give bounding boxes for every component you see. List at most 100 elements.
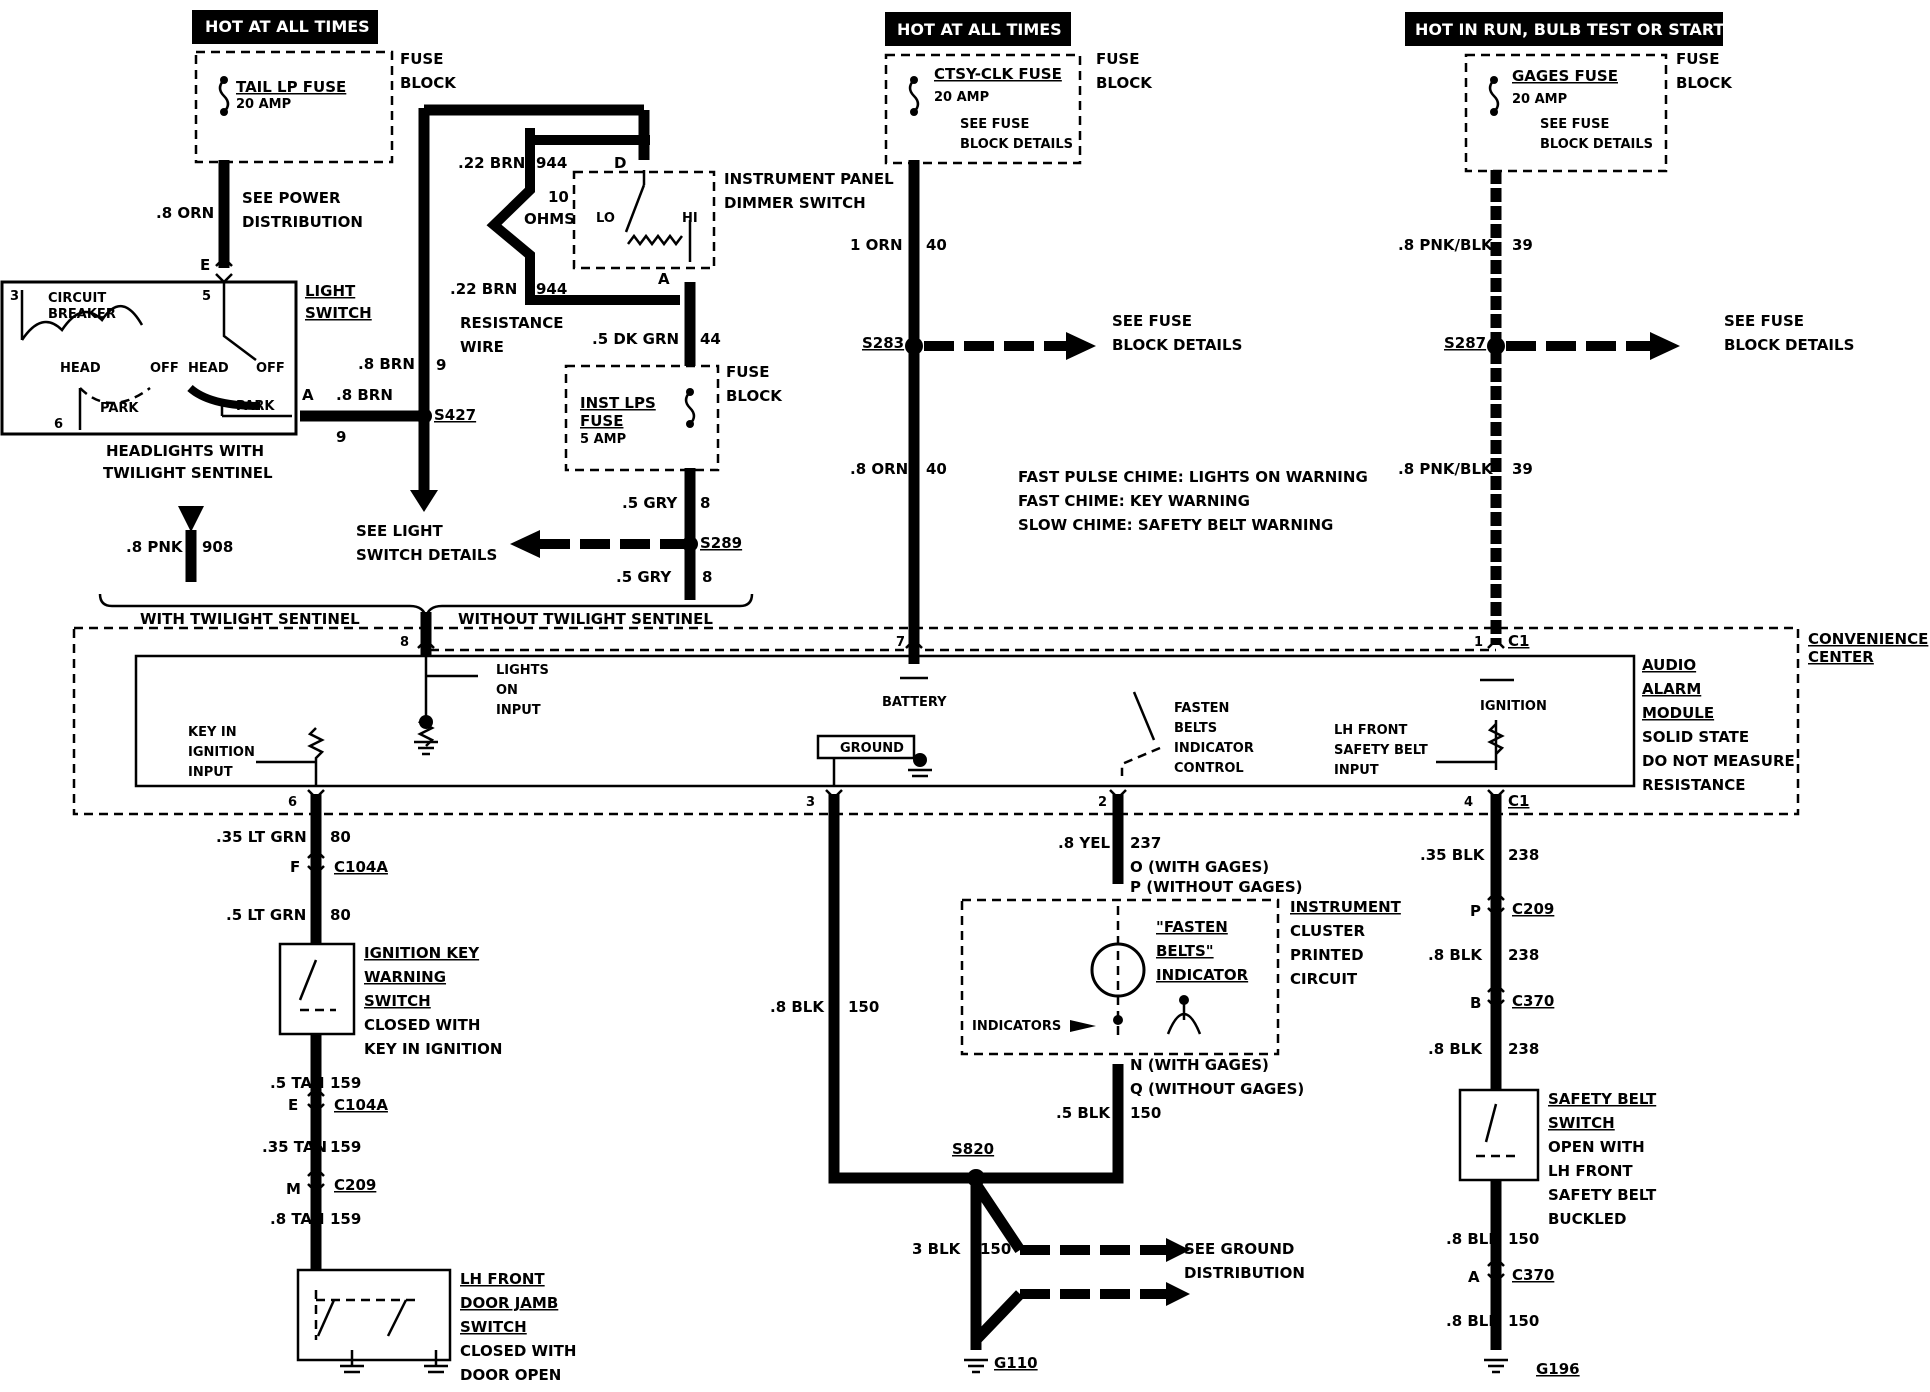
wire-label: .8 ORN: [156, 204, 214, 222]
circuit-number: 238: [1508, 1040, 1539, 1058]
circuit-number: 944: [536, 154, 567, 172]
inst-fuse-element: [684, 391, 696, 425]
pin-label: 4: [1464, 795, 1473, 810]
inst-lps-fuse-amp: 5 AMP: [580, 432, 626, 447]
see-fuse-block: SEE FUSE: [1724, 312, 1804, 330]
ground-icon: [414, 740, 438, 756]
wire-label: .22 BRN: [458, 154, 525, 172]
circuit-number: 39: [1512, 236, 1533, 254]
wire-label: .8 TAN: [270, 1210, 325, 1228]
arrow-left: [510, 530, 540, 558]
convenience-center-label-2: CENTER: [1808, 648, 1874, 666]
switch-park-link: [79, 386, 151, 405]
ctsy-see-fuse: SEE FUSE: [960, 117, 1029, 132]
circuit-number: 159: [330, 1210, 361, 1228]
wire-label: .5 LT GRN: [226, 906, 306, 924]
splice-label: S289: [700, 534, 742, 552]
pin-label: E: [288, 1096, 298, 1114]
wire-label: .8 BLK: [1428, 946, 1483, 964]
ground-label: G196: [1536, 1360, 1580, 1378]
belt-switch-label-5: SAFETY BELT: [1548, 1186, 1657, 1204]
ground-icon: [340, 1350, 448, 1374]
fasten-indicator: "FASTEN: [1156, 918, 1228, 936]
inst-lps-fuse-label: INST LPS: [580, 394, 656, 412]
chime-note-1: FAST PULSE CHIME: LIGHTS ON WARNING: [1018, 468, 1368, 486]
see-light-switch-2: SWITCH DETAILS: [356, 546, 497, 564]
wire-22-brn-top: [525, 128, 650, 145]
headlights-label-2: TWILIGHT SENTINEL: [103, 464, 273, 482]
see-ground: SEE GROUND: [1184, 1240, 1294, 1258]
seat-belt-icon: [1166, 1000, 1202, 1035]
wire-label: .8 BRN: [358, 355, 415, 373]
fuse-block-inst: [564, 364, 720, 472]
gages-fuse-amp: 20 AMP: [1512, 92, 1567, 107]
lh-belt-input-3: INPUT: [1334, 763, 1379, 778]
pin-label: A: [658, 270, 670, 288]
connector-label: C104A: [334, 858, 388, 876]
see-fuse-block-2: BLOCK DETAILS: [1724, 336, 1854, 354]
gages-note-q: Q (WITHOUT GAGES): [1130, 1080, 1304, 1098]
ignition-label: IGNITION: [1480, 699, 1547, 714]
fuse-block-label-2: BLOCK: [400, 74, 457, 92]
tail-fuse-element: [218, 79, 230, 113]
switch-arc: [187, 384, 261, 410]
circuit-number: 238: [1508, 846, 1539, 864]
fuse-block-label-2: BLOCK: [1676, 74, 1733, 92]
arrow-right: [1166, 1238, 1190, 1262]
belt-switch-label-2: SWITCH: [1548, 1114, 1615, 1132]
cluster-node: [1113, 1015, 1123, 1025]
light-switch-box: [0, 280, 298, 436]
headlights-label: HEADLIGHTS WITH: [106, 442, 264, 460]
ohms-label: 10: [548, 188, 569, 206]
circuit-number: 9: [436, 356, 446, 374]
arrow-right: [1070, 1020, 1096, 1032]
cluster-label-2: CLUSTER: [1290, 922, 1365, 940]
head-label: HEAD: [60, 361, 101, 376]
pin-label: 6: [288, 795, 297, 810]
audio-alarm-label-4: SOLID STATE: [1642, 728, 1749, 746]
tail-lp-fuse-label: TAIL LP FUSE: [236, 78, 346, 96]
park-label: PARK: [100, 401, 139, 416]
convenience-center-label: CONVENIENCE: [1808, 630, 1928, 648]
with-twilight-label: WITH TWILIGHT SENTINEL: [140, 610, 360, 628]
safety-belt-switch: [1458, 1088, 1540, 1182]
head-label: HEAD: [188, 361, 229, 376]
see-fuse-block-2: BLOCK DETAILS: [1112, 336, 1242, 354]
splice-label: S283: [862, 334, 904, 352]
header-hot-3-text: HOT IN RUN, BULB TEST OR START: [1415, 20, 1724, 39]
pin-label: 7: [896, 635, 905, 650]
circuit-number: 40: [926, 460, 947, 478]
wire-label: .8 BLK: [1446, 1312, 1501, 1330]
key-in-input: KEY IN: [188, 725, 237, 740]
door-switch-contact: [386, 1299, 408, 1337]
ignition-key-label-2: WARNING: [364, 968, 446, 986]
arrow-right: [1650, 332, 1680, 360]
header-hot-1-text: HOT AT ALL TIMES: [205, 17, 370, 36]
splice-label: S287: [1444, 334, 1486, 352]
dimmer-hi: HI: [682, 211, 698, 226]
dimmer-label-2: DIMMER SWITCH: [724, 194, 866, 212]
door-switch-contact: [316, 1299, 336, 1337]
battery-label: BATTERY: [882, 695, 947, 710]
wire-label: .5 BLK: [1056, 1104, 1111, 1122]
arrow-down: [410, 490, 438, 512]
splice-label: S427: [434, 406, 476, 424]
circuit-number: 80: [330, 906, 351, 924]
gages-fuse-label: GAGES FUSE: [1512, 67, 1618, 85]
fasten-belts-link: [1120, 746, 1161, 776]
wire-label: .8 BLK: [1446, 1230, 1501, 1248]
circuit-number: 150: [980, 1240, 1011, 1258]
ctsy-see-fuse-2: BLOCK DETAILS: [960, 137, 1073, 152]
key-in-input-2: IGNITION: [188, 745, 255, 760]
key-in-input-3: INPUT: [188, 765, 233, 780]
audio-alarm-label-3: MODULE: [1642, 704, 1714, 722]
switch-contact: [222, 282, 257, 361]
ignition-key-label-5: KEY IN IGNITION: [364, 1040, 502, 1058]
fasten-belts-switch: [1132, 691, 1156, 741]
belt-switch-label-4: LH FRONT: [1548, 1162, 1633, 1180]
splice-label: S820: [952, 1140, 994, 1158]
dimmer-contact: [624, 184, 646, 233]
belt-switch-label-3: OPEN WITH: [1548, 1138, 1645, 1156]
off-label: OFF: [150, 361, 179, 376]
